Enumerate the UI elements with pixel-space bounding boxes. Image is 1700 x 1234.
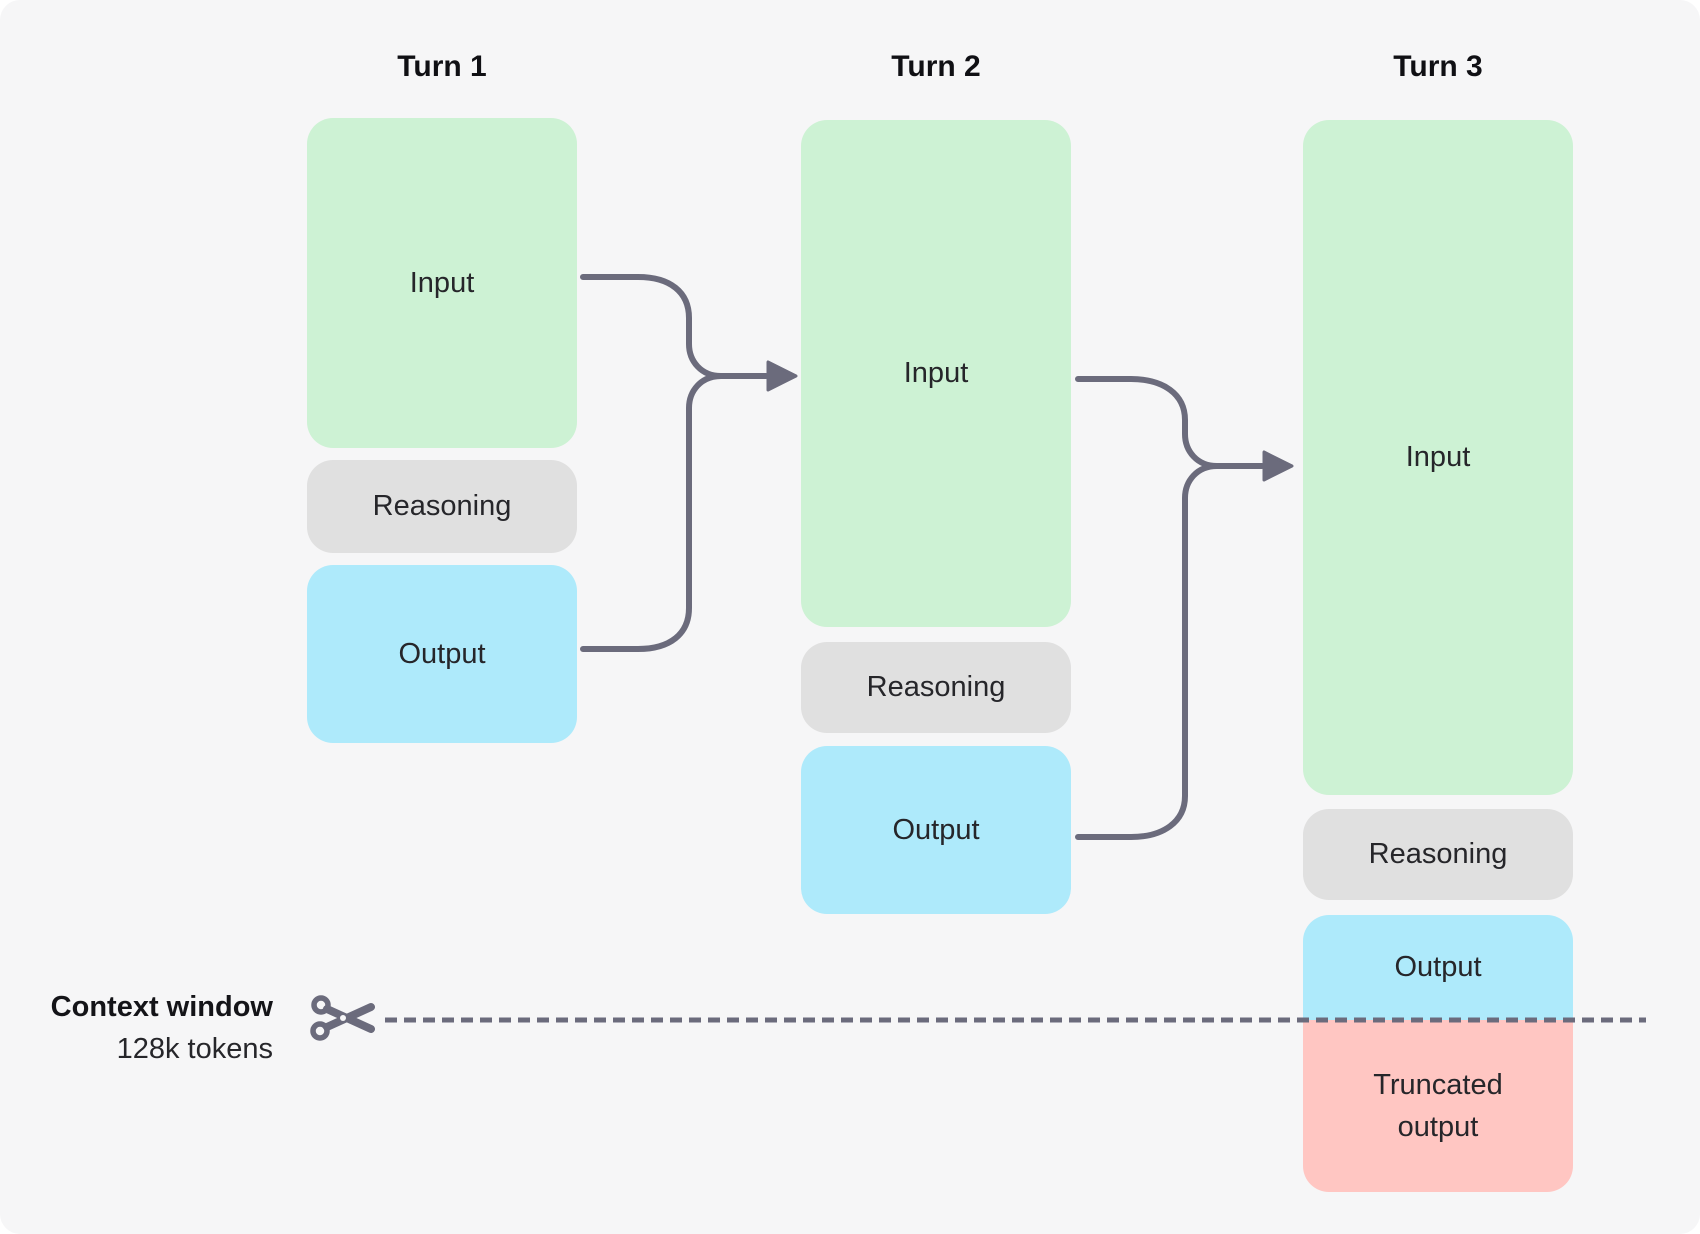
turn-3-reasoning-box: Reasoning — [1303, 809, 1573, 900]
turn-1-input-label: Input — [409, 266, 475, 299]
turn-1-reasoning-label: Reasoning — [372, 490, 512, 523]
scissors-icon — [310, 995, 375, 1041]
turn3-arrowhead-icon — [1262, 450, 1294, 482]
turn-3-title: Turn 3 — [1393, 50, 1483, 83]
turn-3-reasoning-label: Reasoning — [1368, 838, 1508, 871]
turn2-arrowhead-icon — [766, 360, 798, 392]
turn-3-output-box: Output — [1303, 915, 1573, 1020]
turn2-output-to-turn3-connector — [1075, 463, 1220, 840]
turn-1-output-label: Output — [398, 637, 486, 670]
turn-2-output-box: Output — [801, 746, 1071, 914]
turn-3-truncated-output-label: Truncated output — [1373, 1068, 1503, 1143]
turn1-input-to-turn2-connector — [580, 274, 769, 379]
turn-1-output-box: Output — [307, 565, 577, 743]
turn-2-input-box: Input — [801, 120, 1071, 627]
turn-3-input-label: Input — [1405, 441, 1471, 474]
turn-1-reasoning-box: Reasoning — [307, 460, 577, 553]
turn-1-input-box: Input — [307, 118, 577, 448]
turn-2-reasoning-label: Reasoning — [866, 671, 1006, 704]
turn-3-input-box: Input — [1303, 120, 1573, 795]
turn-3-output-label: Output — [1394, 951, 1482, 984]
turn-1-title: Turn 1 — [397, 50, 487, 83]
turn-3-truncated-output-box: Truncated output — [1303, 1020, 1573, 1192]
turn-2-output-label: Output — [892, 813, 980, 846]
context-window-legend: Context window 128k tokens — [40, 986, 273, 1070]
turn-2-reasoning-box: Reasoning — [801, 642, 1071, 733]
turn2-input-to-turn3-connector — [1075, 376, 1265, 469]
turn1-output-to-turn2-connector — [580, 373, 724, 652]
turn-2-input-label: Input — [903, 357, 969, 390]
turn-2-title: Turn 2 — [891, 50, 981, 83]
context-window-tokens: 128k tokens — [116, 1033, 273, 1065]
context-window-label: Context window — [50, 991, 273, 1023]
